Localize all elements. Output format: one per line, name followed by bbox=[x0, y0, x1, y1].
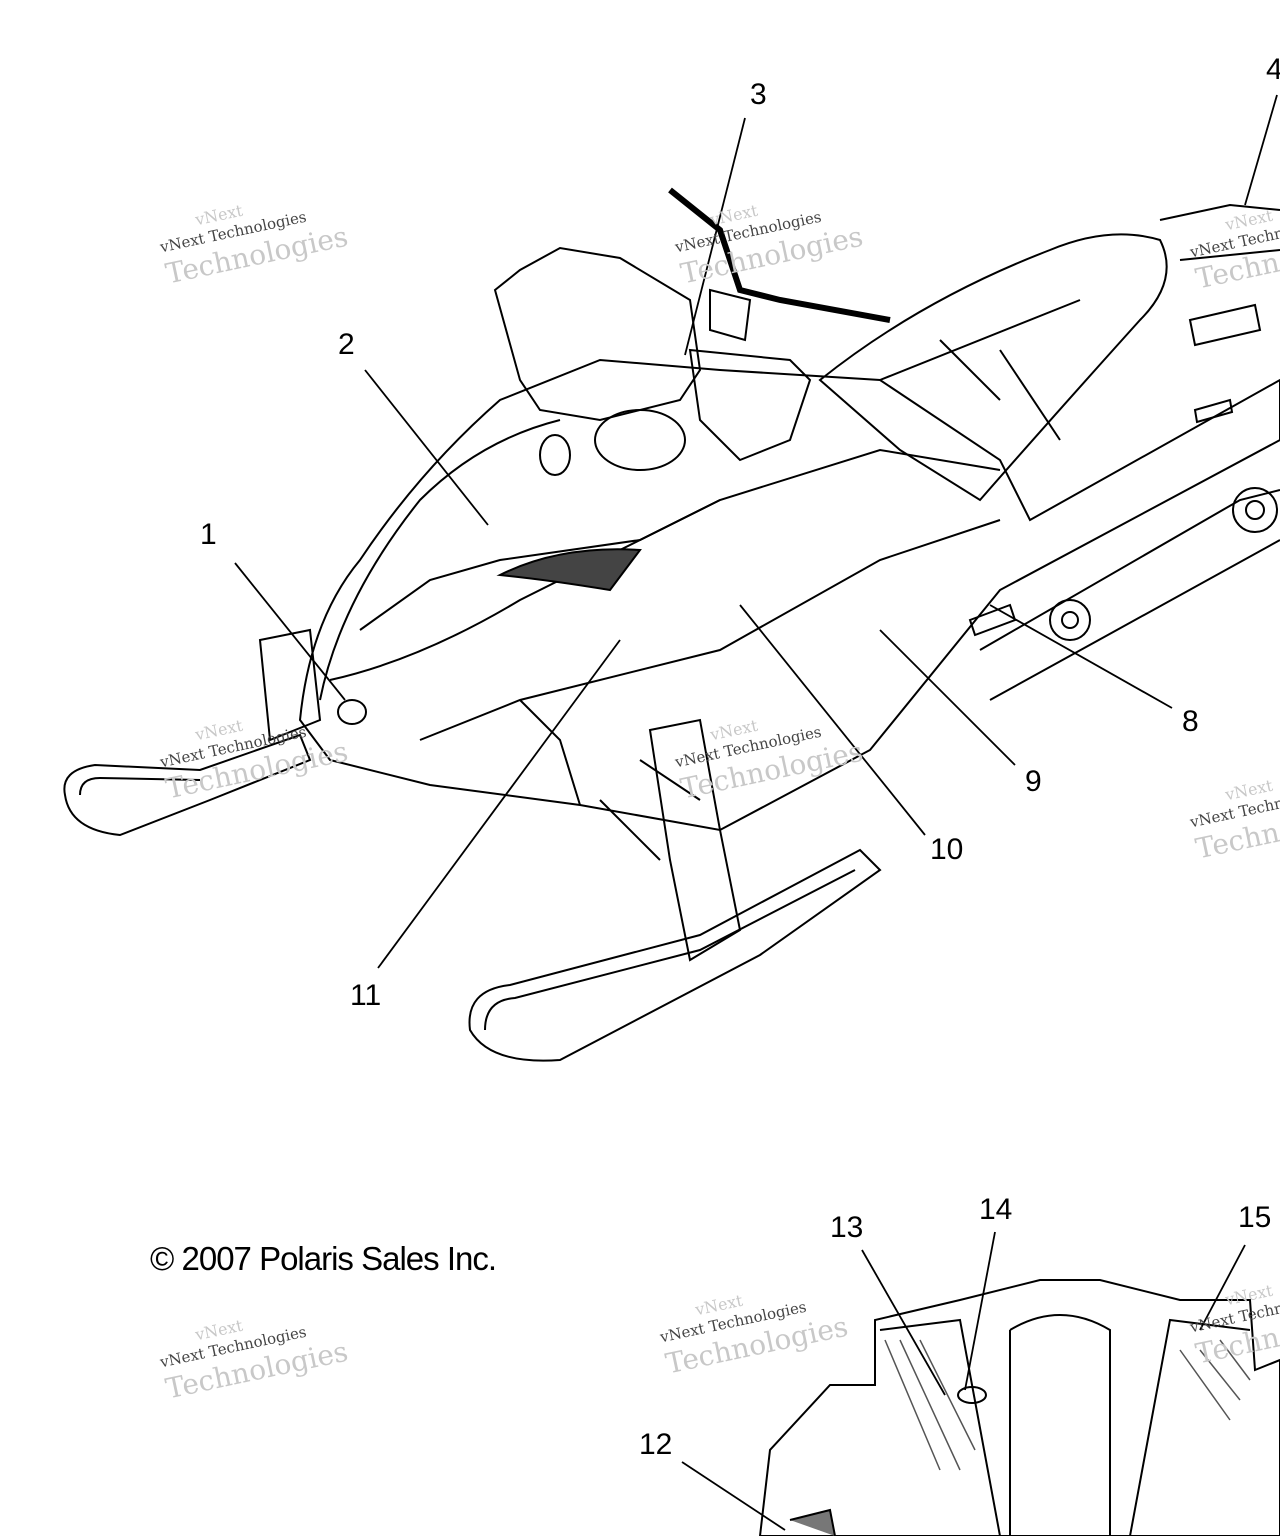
windshield bbox=[493, 246, 702, 422]
copyright-notice: © 2007 Polaris Sales Inc. bbox=[150, 1240, 497, 1277]
callout-11: 11 bbox=[350, 979, 382, 1012]
callout-12: 12 bbox=[639, 1428, 673, 1461]
left-ski bbox=[63, 733, 312, 837]
callout-9: 9 bbox=[1025, 765, 1042, 798]
rear-track bbox=[979, 489, 1280, 701]
callout-15: 15 bbox=[1238, 1201, 1272, 1234]
handlebar bbox=[668, 187, 891, 323]
right-ski bbox=[468, 848, 882, 1062]
callout-13: 13 bbox=[830, 1211, 864, 1244]
seat bbox=[818, 233, 1168, 502]
callout-1: 1 bbox=[200, 518, 217, 551]
callout-4: 4 bbox=[1266, 53, 1280, 86]
leader-lines bbox=[234, 94, 1278, 1531]
hood bbox=[298, 358, 1280, 832]
callout-8: 8 bbox=[1182, 705, 1199, 738]
callout-14: 14 bbox=[979, 1193, 1013, 1226]
callout-2: 2 bbox=[338, 328, 355, 361]
callout-10: 10 bbox=[930, 833, 964, 866]
callout-3: 3 bbox=[750, 78, 767, 111]
hood-top-view bbox=[758, 1279, 1280, 1536]
